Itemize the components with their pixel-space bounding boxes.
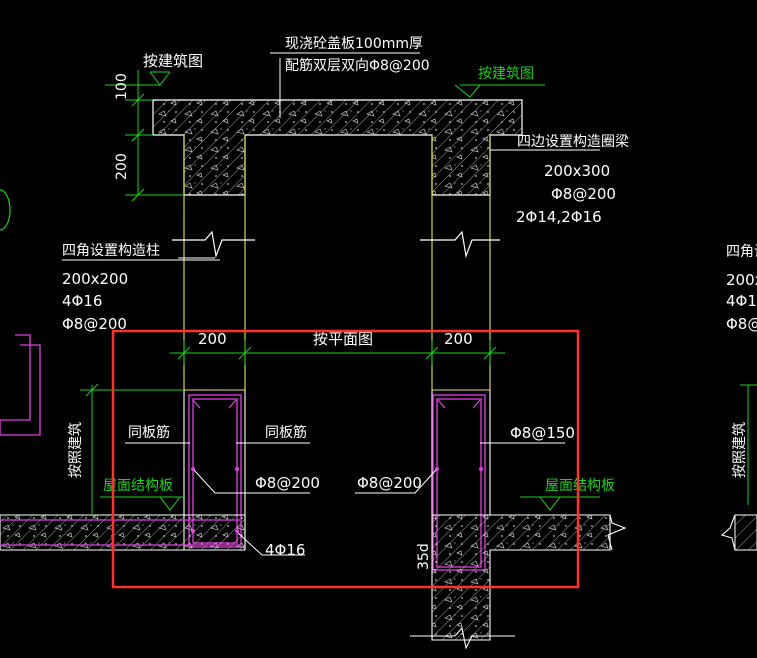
- left-edge-circle: [0, 189, 11, 231]
- far-right-bars: 4Φ1: [726, 292, 757, 310]
- ring-beam-bars: 2Φ14,2Φ16: [516, 208, 602, 226]
- column-bars: 4Φ16: [62, 292, 102, 310]
- anchorage-35d: 35d: [416, 543, 432, 570]
- far-right-vertical: 按照建筑: [732, 422, 748, 478]
- column-size: 200x200: [62, 270, 128, 288]
- dimension-vertical-top: [105, 70, 184, 202]
- dim-100: 100: [114, 73, 130, 100]
- longitudinal-bars-label: 4Φ16: [265, 541, 305, 559]
- same-slab-rebar-left: 同板筋: [128, 424, 170, 441]
- break-line-right: [420, 230, 500, 259]
- dimension-right-marker: [454, 84, 545, 98]
- stirrup-label-b: Φ8@200: [357, 474, 422, 492]
- ring-beam-stirrup: Φ8@200: [551, 185, 616, 203]
- far-right-partial: [720, 384, 757, 551]
- column-title: 四角设置构造柱: [62, 243, 160, 259]
- per-arch-vertical-left: 按照建筑: [68, 422, 84, 478]
- per-plan-drawing: 按平面图: [313, 330, 373, 348]
- far-right-size: 200x: [726, 271, 757, 289]
- dimension-vertical-left: [80, 383, 184, 515]
- leader-lines: [62, 52, 600, 556]
- selection-box[interactable]: [111, 329, 580, 589]
- stirrup-label-150: Φ8@150: [510, 424, 575, 442]
- column-stirrup: Φ8@200: [62, 315, 127, 333]
- dim-200-right: 200: [444, 330, 473, 348]
- ring-beam-size: 200x300: [544, 162, 610, 180]
- far-right-stirrup: Φ8@: [726, 315, 757, 333]
- stirrup-label-a: Φ8@200: [255, 474, 320, 492]
- slab-note-1: 现浇砼盖板100mm厚: [285, 36, 423, 52]
- ring-beam-title: 四边设置构造圈梁: [517, 134, 629, 150]
- dimension-horizontal-mid: [170, 340, 505, 365]
- break-line-left: [172, 230, 255, 259]
- per-arch-drawing-left: 按建筑图: [143, 52, 203, 70]
- dim-200-vertical: 200: [114, 153, 130, 180]
- same-slab-rebar-right: 同板筋: [265, 424, 307, 441]
- roof-slab-right: [410, 514, 627, 650]
- per-arch-drawing-right: 按建筑图: [478, 66, 534, 82]
- far-right-title: 四角设: [726, 244, 757, 260]
- roof-slab-left: [0, 514, 246, 551]
- left-edge-fragment: [0, 334, 41, 436]
- dim-200-left: 200: [198, 330, 227, 348]
- slab-note-2: 配筋双层双向Φ8@200: [285, 57, 430, 74]
- roof-slab-label-right: 屋面结构板: [545, 478, 615, 494]
- roof-slab-label-left: 屋面结构板: [103, 478, 173, 494]
